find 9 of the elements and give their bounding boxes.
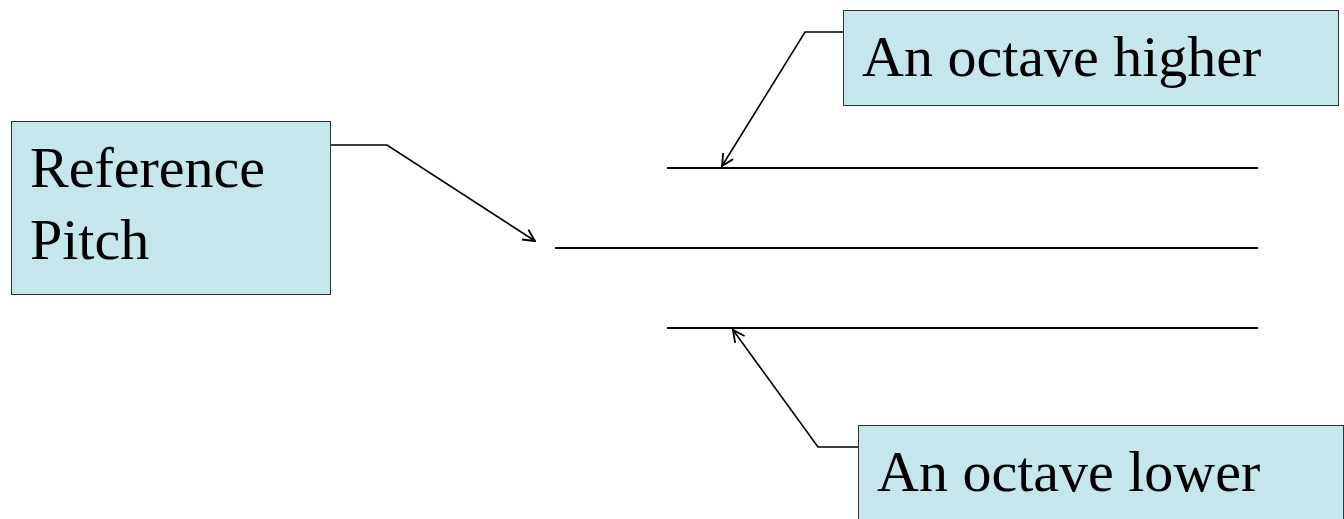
leader-arrow — [330, 144, 536, 242]
leader-arrow — [732, 329, 859, 448]
label-box: Reference Pitch — [11, 121, 331, 295]
pitch-line — [667, 167, 1258, 169]
label-box: An octave lower — [858, 425, 1344, 519]
pitch-line — [555, 247, 1258, 249]
pitch-line — [667, 327, 1258, 329]
leader-arrow — [721, 31, 844, 167]
label-box: An octave higher — [843, 10, 1339, 106]
